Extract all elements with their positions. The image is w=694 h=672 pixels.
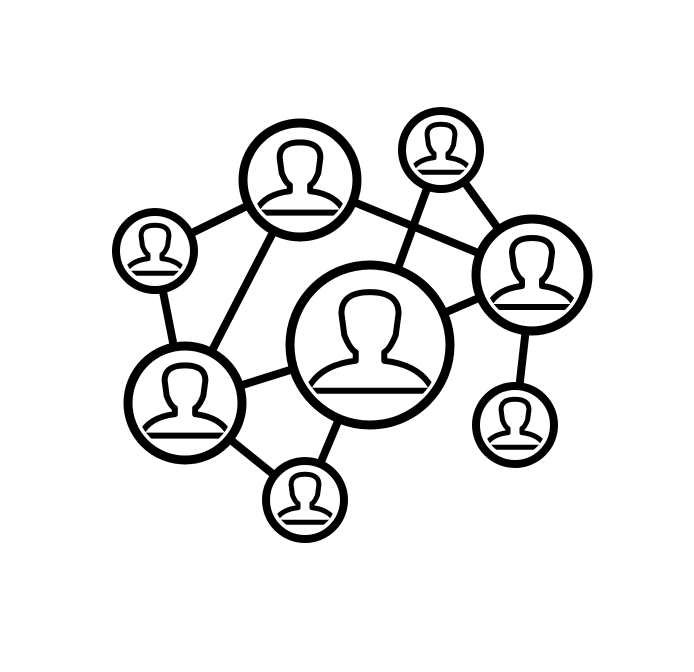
- person-node: [285, 260, 455, 430]
- person-node: [398, 107, 484, 193]
- person-icon: [485, 235, 579, 310]
- person-icon: [274, 471, 336, 525]
- person-icon: [484, 396, 546, 450]
- person-node: [238, 118, 362, 242]
- person-node: [262, 457, 348, 543]
- person-icon: [124, 222, 186, 276]
- person-node: [112, 208, 198, 294]
- person-node: [123, 341, 247, 465]
- person-node: [472, 382, 558, 468]
- person-icon: [304, 289, 436, 394]
- person-icon: [410, 121, 472, 175]
- person-icon: [252, 139, 348, 216]
- network-nodes: [112, 107, 593, 543]
- person-icon: [137, 362, 233, 439]
- person-node: [471, 214, 593, 336]
